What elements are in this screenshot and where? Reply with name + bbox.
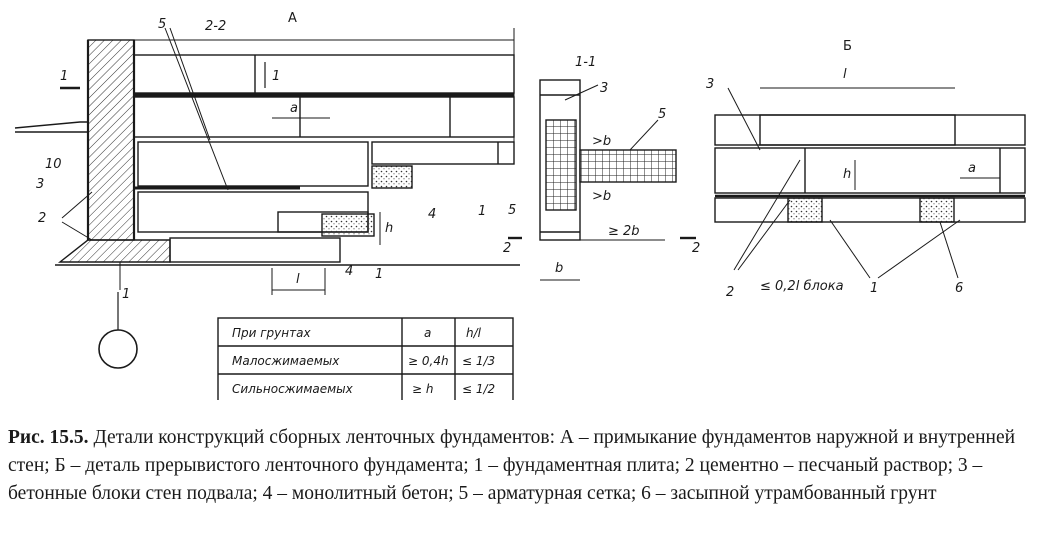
outer-wall bbox=[87, 39, 135, 241]
section-2-mark-right: 2 bbox=[692, 241, 700, 256]
foundation-drawing: А 2-2 5 1 1 a 10 3 2 4 4 1 1 l h 1 1-1 3… bbox=[14, 11, 1026, 400]
label-02l: ≤ 0,2l блока bbox=[760, 279, 844, 294]
label-1-axis: 1 bbox=[122, 287, 130, 302]
label-gt-b-2: >b bbox=[592, 189, 611, 204]
label-2-b: 2 bbox=[726, 285, 734, 300]
table-cell-r2-c3: ≤ 1/2 bbox=[462, 382, 495, 396]
view-b-labels: Б l 3 h a 2 ≤ 0,2l блока 1 6 bbox=[706, 39, 976, 300]
label-1-b: 1 bbox=[870, 281, 878, 296]
block-row-b2 bbox=[714, 147, 1026, 194]
label-2: 2 bbox=[38, 211, 46, 226]
label-4-bottom: 4 bbox=[345, 264, 353, 279]
mesh-extension bbox=[579, 149, 677, 183]
label-1-mark: 1 bbox=[60, 69, 68, 84]
block-row-2 bbox=[133, 96, 515, 138]
view-a bbox=[14, 27, 520, 369]
axis-bubble bbox=[98, 329, 138, 369]
compacted-soil-2 bbox=[919, 197, 955, 223]
reinforcement-mesh bbox=[545, 119, 577, 211]
section-1-1-title: 1-1 bbox=[575, 55, 596, 70]
label-a: a bbox=[290, 101, 298, 116]
table-cell-r1-c1: Малосжимаемых bbox=[232, 354, 340, 368]
table-cell-r1-c3: ≤ 1/3 bbox=[462, 354, 495, 368]
compacted-soil-1 bbox=[787, 197, 823, 223]
table-header-a: a bbox=[424, 326, 431, 340]
figure-caption: Рис. 15.5. Детали конструкций сборных ле… bbox=[8, 424, 1048, 508]
soil-table bbox=[217, 317, 514, 400]
table-cell-r1-c2: ≥ 0,4h bbox=[408, 354, 449, 368]
label-h: h bbox=[385, 221, 393, 236]
block-row-3 bbox=[137, 141, 369, 187]
section-2-2-label: 2-2 bbox=[205, 19, 226, 34]
footing-plates-b bbox=[714, 197, 1026, 223]
label-3-sec: 3 bbox=[600, 81, 608, 96]
table-header-soil: При грунтах bbox=[232, 326, 311, 340]
label-10: 10 bbox=[45, 157, 62, 172]
label-5: 5 bbox=[158, 17, 166, 32]
label-6-b: 6 bbox=[955, 281, 963, 296]
table-cell-r2-c1: Сильносжимаемых bbox=[232, 382, 354, 396]
view-b bbox=[714, 87, 1026, 279]
label-h-b: h bbox=[843, 167, 851, 182]
label-ge-2b: ≥ 2b bbox=[608, 224, 640, 239]
label-1-right: 1 bbox=[478, 204, 486, 219]
monolithic-concrete-2 bbox=[321, 213, 375, 237]
label-1-mark-2: 1 bbox=[272, 69, 280, 84]
monolithic-concrete-1 bbox=[371, 165, 413, 189]
caption-text: Детали конструкций сборных ленточных фун… bbox=[8, 427, 1016, 504]
section-2-mark-left: 2 bbox=[503, 241, 511, 256]
label-1-lower: 1 bbox=[375, 267, 383, 282]
table-header-hl: h/l bbox=[466, 326, 482, 340]
label-3-b: 3 bbox=[706, 77, 714, 92]
footing-plate bbox=[57, 239, 171, 263]
label-5-sec-left: 5 bbox=[508, 203, 516, 218]
label-3: 3 bbox=[36, 177, 44, 192]
label-a-b: a bbox=[968, 161, 976, 176]
section-1-1 bbox=[508, 79, 696, 281]
block-row-b1 bbox=[714, 114, 1026, 146]
view-a-title: А bbox=[288, 11, 297, 26]
label-5-sec-top: 5 bbox=[658, 107, 666, 122]
label-l-b: l bbox=[843, 67, 847, 82]
label-b: b bbox=[555, 261, 563, 276]
view-b-title: Б bbox=[843, 39, 852, 54]
label-gt-b-1: >b bbox=[592, 134, 611, 149]
soil-table-text: При грунтах a h/l Малосжимаемых ≥ 0,4h ≤… bbox=[232, 326, 495, 396]
label-l: l bbox=[296, 272, 300, 287]
caption-label: Рис. 15.5. bbox=[8, 427, 89, 448]
section-1-1-labels: 1-1 3 5 5 >b >b ≥ 2b b 2 2 bbox=[503, 55, 700, 276]
view-a-labels: А 2-2 5 1 1 a 10 3 2 4 4 1 1 l h 1 bbox=[36, 11, 486, 302]
table-cell-r2-c2: ≥ h bbox=[412, 382, 433, 396]
label-4-top: 4 bbox=[428, 207, 436, 222]
